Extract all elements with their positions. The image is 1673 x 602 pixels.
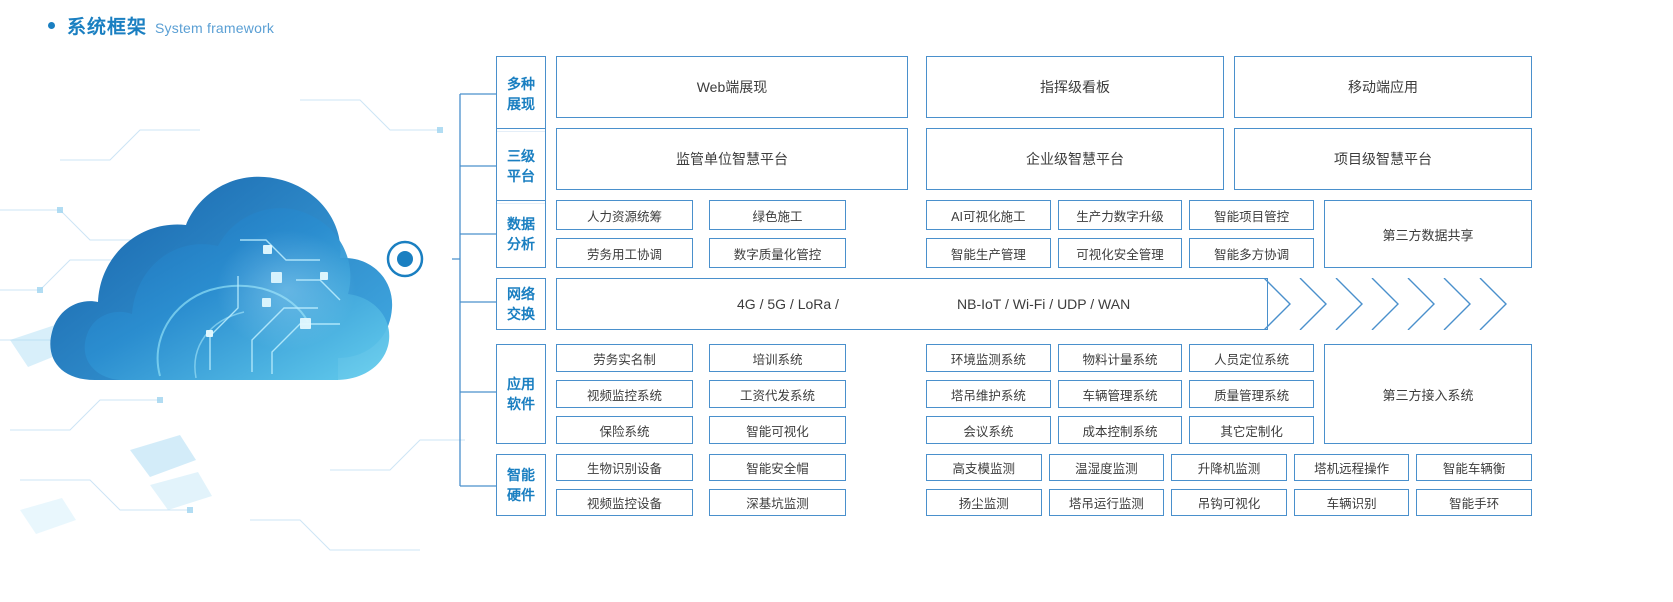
box-labor-real-name[interactable]: 劳务实名制	[556, 344, 693, 372]
box-quality-management[interactable]: 质量管理系统	[1189, 380, 1314, 408]
box-payroll-system[interactable]: 工资代发系统	[709, 380, 846, 408]
box-insurance-system[interactable]: 保险系统	[556, 416, 693, 444]
box-video-monitor-system[interactable]: 视频监控系统	[556, 380, 693, 408]
box-smart-weighbridge[interactable]: 智能车辆衡	[1416, 454, 1532, 481]
cloud-network-illustration	[0, 40, 470, 600]
network-text-right: NB-IoT / Wi-Fi / UDP / WAN	[957, 296, 1131, 312]
page-title-en: System framework	[155, 20, 275, 36]
row-label-line: 硬件	[507, 487, 535, 503]
box-hook-visualization[interactable]: 吊钩可视化	[1171, 489, 1287, 516]
row-label-application-software: 应用 软件	[496, 344, 546, 444]
bullet-dot-icon	[48, 22, 55, 29]
box-deep-pit-monitoring[interactable]: 深基坑监测	[709, 489, 846, 516]
row-label-line: 三级	[507, 148, 535, 164]
application-left-grid: 劳务实名制 培训系统 视频监控系统 工资代发系统 保险系统 智能可视化	[556, 344, 846, 444]
row-label-line: 展现	[507, 96, 535, 112]
row-label-data-analysis: 数据 分析	[496, 200, 546, 268]
row-label-line: 应用	[507, 376, 535, 392]
row-label-presentation: 多种 展现	[496, 56, 546, 132]
row-label-smart-hardware: 智能 硬件	[496, 454, 546, 516]
box-mobile-app[interactable]: 移动端应用	[1234, 56, 1532, 118]
data-analysis-left-grid: 人力资源统筹 绿色施工 劳务用工协调 数字质量化管控	[556, 200, 846, 268]
box-cost-control[interactable]: 成本控制系统	[1057, 416, 1183, 444]
page-title-cn: 系统框架	[67, 17, 148, 38]
box-vehicle-management[interactable]: 车辆管理系统	[1057, 380, 1183, 408]
box-smart-helmet[interactable]: 智能安全帽	[709, 454, 846, 481]
box-labor-coordination[interactable]: 劳务用工协调	[556, 238, 693, 268]
box-smart-wristband[interactable]: 智能手环	[1416, 489, 1532, 516]
box-lift-monitoring[interactable]: 升降机监测	[1171, 454, 1287, 481]
box-environment-monitor[interactable]: 环境监测系统	[926, 344, 1051, 372]
box-tower-remote-operation[interactable]: 塔机远程操作	[1293, 454, 1410, 481]
cloud-illustration-svg	[0, 99, 465, 551]
row-label-line: 智能	[507, 467, 535, 483]
hardware-right-grid: 高支模监测 温湿度监测 升降机监测 塔机远程操作 智能车辆衡 扬尘监测 塔吊运行…	[926, 454, 1532, 516]
box-personnel-positioning[interactable]: 人员定位系统	[1189, 344, 1314, 372]
box-biometric-device[interactable]: 生物识别设备	[556, 454, 693, 481]
connection-node-icon	[386, 240, 424, 278]
box-productivity-upgrade[interactable]: 生产力数字升级	[1057, 200, 1183, 230]
box-smart-multiparty[interactable]: 智能多方协调	[1189, 238, 1314, 268]
box-visual-safety-mgmt[interactable]: 可视化安全管理	[1057, 238, 1183, 268]
box-material-metering[interactable]: 物料计量系统	[1057, 344, 1183, 372]
box-crane-maintenance[interactable]: 塔吊维护系统	[926, 380, 1051, 408]
box-third-party-data-sharing[interactable]: 第三方数据共享	[1324, 200, 1532, 268]
row-label-line: 分析	[507, 236, 535, 252]
row-label-network-exchange: 网络 交换	[496, 278, 546, 330]
box-dust-monitoring[interactable]: 扬尘监测	[926, 489, 1042, 516]
box-digital-quality-control[interactable]: 数字质量化管控	[709, 238, 846, 268]
box-meeting-system[interactable]: 会议系统	[926, 416, 1051, 444]
application-right-grid: 环境监测系统 物料计量系统 人员定位系统 塔吊维护系统 车辆管理系统 质量管理系…	[926, 344, 1314, 444]
box-crane-operation-monitoring[interactable]: 塔吊运行监测	[1048, 489, 1165, 516]
box-formwork-monitoring[interactable]: 高支模监测	[926, 454, 1042, 481]
connector-tree	[452, 93, 496, 487]
row-label-line: 网络	[507, 286, 535, 302]
box-smart-project-control[interactable]: 智能项目管控	[1189, 200, 1314, 230]
network-text-left: 4G / 5G / LoRa /	[737, 296, 839, 312]
row-label-line: 数据	[507, 216, 535, 232]
row-label-platform: 三级 平台	[496, 128, 546, 204]
box-video-monitor-device[interactable]: 视频监控设备	[556, 489, 693, 516]
box-vehicle-recognition[interactable]: 车辆识别	[1293, 489, 1410, 516]
network-chevrons	[1263, 278, 1507, 330]
box-green-construction[interactable]: 绿色施工	[709, 200, 846, 230]
box-command-dashboard[interactable]: 指挥级看板	[926, 56, 1224, 118]
hardware-left-grid: 生物识别设备 智能安全帽 视频监控设备 深基坑监测	[556, 454, 846, 516]
box-ai-visual-construction[interactable]: AI可视化施工	[926, 200, 1051, 230]
cloud-shape	[50, 176, 393, 380]
row-label-line: 平台	[507, 168, 535, 184]
box-other-customization[interactable]: 其它定制化	[1189, 416, 1314, 444]
box-enterprise-platform[interactable]: 企业级智慧平台	[926, 128, 1224, 190]
box-third-party-access-system[interactable]: 第三方接入系统	[1324, 344, 1532, 444]
page-title: 系统框架 System framework	[48, 12, 274, 39]
row-label-line: 软件	[507, 396, 535, 412]
box-hr-coordination[interactable]: 人力资源统筹	[556, 200, 693, 230]
box-regulator-platform[interactable]: 监管单位智慧平台	[556, 128, 908, 190]
box-temp-humidity-monitoring[interactable]: 温湿度监测	[1048, 454, 1165, 481]
box-smart-production-mgmt[interactable]: 智能生产管理	[926, 238, 1051, 268]
network-exchange-bar[interactable]: 4G / 5G / LoRa / NB-IoT / Wi-Fi / UDP / …	[556, 278, 1268, 330]
data-analysis-right-grid: AI可视化施工 生产力数字升级 智能项目管控 智能生产管理 可视化安全管理 智能…	[926, 200, 1314, 268]
system-framework-diagram: 多种 展现 Web端展现 指挥级看板 移动端应用 三级 平台 监管单位智慧平台 …	[452, 46, 1662, 520]
box-training-system[interactable]: 培训系统	[709, 344, 846, 372]
box-project-platform[interactable]: 项目级智慧平台	[1234, 128, 1532, 190]
box-web-display[interactable]: Web端展现	[556, 56, 908, 118]
row-label-line: 交换	[507, 306, 535, 322]
row-label-line: 多种	[507, 76, 535, 92]
box-smart-visualization[interactable]: 智能可视化	[709, 416, 846, 444]
